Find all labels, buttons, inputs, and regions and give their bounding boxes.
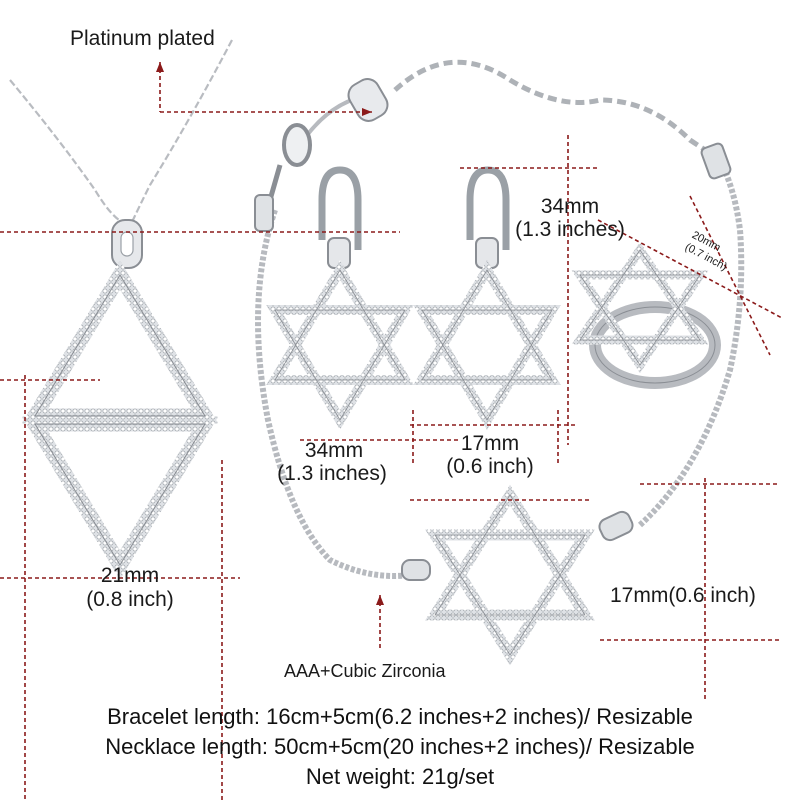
- necklace-length-spec: Necklace length: 50cm+5cm(20 inches+2 in…: [105, 734, 695, 759]
- necklace-chain: [9, 39, 233, 223]
- pendant-height-in-label: (1.3 inches): [277, 462, 387, 485]
- necklace-bail: [111, 219, 143, 269]
- bracelet: [254, 59, 745, 581]
- plating-label: Platinum plated: [70, 27, 215, 50]
- guide-arrows: [156, 62, 384, 605]
- bracelet-charm-size-label: 17mm(0.6 inch): [610, 584, 756, 607]
- spec-list: Bracelet length: 16cm+5cm(6.2 inches+2 i…: [0, 702, 800, 792]
- earring-height-in-label: (1.3 inches): [515, 218, 625, 241]
- measurement-guides: [0, 62, 783, 800]
- earring-width-mm-label: 17mm: [460, 432, 520, 455]
- bracelet-charm-star: [425, 484, 595, 666]
- necklace-pendant-star: [21, 260, 219, 580]
- earring-height-mm-label: 34mm: [540, 195, 600, 218]
- stones-label: AAA+Cubic Zirconia: [284, 661, 446, 681]
- ring: [571, 241, 721, 389]
- pendant-height-mm-label: 34mm: [304, 439, 364, 462]
- earring-left: [266, 166, 414, 430]
- earring-width-in-label: (0.6 inch): [446, 455, 534, 478]
- earring-right: [413, 166, 561, 430]
- net-weight-spec: Net weight: 21g/set: [305, 764, 495, 789]
- pendant-width-in-label: (0.8 inch): [86, 588, 174, 611]
- pendant-width-mm-label: 21mm: [100, 564, 160, 587]
- bracelet-length-spec: Bracelet length: 16cm+5cm(6.2 inches+2 i…: [107, 704, 693, 729]
